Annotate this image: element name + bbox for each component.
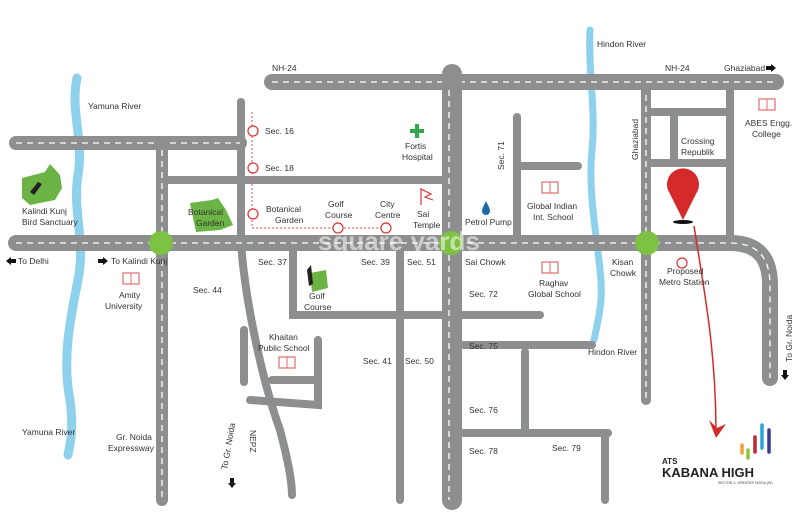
- map-label: Public School: [258, 343, 310, 353]
- bird-sanctuary-park-icon: [22, 164, 62, 205]
- map-label: Course: [325, 210, 353, 220]
- map-label: Kisan: [612, 257, 634, 267]
- arrow-right-icon: [766, 64, 776, 72]
- map-label: Sec. 18: [265, 163, 294, 173]
- map-label: Sai Chowk: [465, 257, 506, 267]
- project-brand: ATS: [662, 457, 678, 466]
- map-label: Republik: [681, 147, 715, 157]
- river-label: Hindon River: [588, 347, 637, 357]
- golf-course-park-icon: [310, 270, 328, 292]
- map-label: Garden: [196, 218, 225, 228]
- map-label: Int. School: [533, 212, 573, 222]
- map-label: Sec. 76: [469, 405, 498, 415]
- map-label: Metro Station: [659, 277, 710, 287]
- ghaziabad-label: Ghaziabad: [724, 63, 765, 73]
- minor-roads: [161, 84, 734, 504]
- to-delhi-label: To Delhi: [18, 256, 49, 266]
- map-label: Petrol Pump: [465, 217, 512, 227]
- to-gr-noida-label: To Gr. Noida: [784, 314, 794, 362]
- map-label: Sec. 79: [552, 443, 581, 453]
- hospital-cross-icon: [410, 124, 424, 138]
- map-label: Global Indian: [527, 201, 577, 211]
- map-label: Sec. 50: [405, 356, 434, 366]
- map-label: Botanical: [266, 204, 301, 214]
- map-label: Garden: [275, 215, 304, 225]
- map-label: Kalindi Kunj: [22, 206, 67, 216]
- map-label: Golf: [309, 291, 325, 301]
- map-label: Sec. 71: [496, 141, 506, 170]
- map-label: Sec. 41: [363, 356, 392, 366]
- metro-line: [251, 112, 388, 229]
- nepz-label: NEPZ: [248, 430, 258, 453]
- map-label: Temple: [413, 220, 441, 230]
- bird-icon: [30, 182, 42, 195]
- school-icons: [122, 98, 776, 369]
- map-label: Fortis: [405, 141, 426, 151]
- map-label: Sai: [417, 209, 429, 219]
- map-label: Global School: [528, 289, 581, 299]
- map-label: Course: [304, 302, 332, 312]
- map-label: Chowk: [610, 268, 637, 278]
- map-label: Botanical: [188, 207, 223, 217]
- map-label: Golf: [328, 199, 344, 209]
- nh24-label: NH-24: [665, 63, 690, 73]
- expressway-label: Gr. Noida: [116, 432, 152, 442]
- map-label: Raghav: [539, 278, 569, 288]
- map-label: Sec. 78: [469, 446, 498, 456]
- map-label: Proposed: [667, 266, 704, 276]
- temple-flag-icon: [420, 188, 434, 205]
- project-tagline: SECTOR 4, GREATER NOIDA (W): [718, 481, 773, 485]
- map-label: College: [752, 129, 781, 139]
- ghaziabad-road-label: Ghaziabad: [630, 119, 640, 160]
- arrow-down-icon: [228, 478, 236, 488]
- golfer-icon: [307, 265, 313, 286]
- botanical-garden-park-icon: [190, 198, 233, 232]
- arrow-left-icon: [6, 257, 16, 265]
- to-gr-noida-label: To Gr. Noida: [219, 422, 237, 471]
- map-label: Sec. 16: [265, 126, 294, 136]
- arrow-down-icon: [781, 370, 789, 380]
- yamuna-river: [62, 73, 85, 460]
- kabana-high-logo-icon: [740, 423, 771, 460]
- map-label: ABES Engg.: [745, 118, 792, 128]
- map-label: Sec. 75: [469, 341, 498, 351]
- arrow-right-icon: [98, 257, 108, 265]
- chowk-kalindi-kunj[interactable]: [149, 231, 173, 255]
- expressway-label: Expressway: [108, 443, 155, 453]
- petrol-drop-icon: [482, 201, 490, 215]
- map-label: City: [380, 199, 395, 209]
- map-label: Hospital: [402, 152, 433, 162]
- river-label: Hindon River: [597, 39, 646, 49]
- chowk-sai[interactable]: [439, 231, 463, 255]
- watermark: square yards: [318, 226, 480, 256]
- metro-station-icons: [247, 125, 688, 269]
- map-label: Sec. 51: [407, 257, 436, 267]
- map-labels: NH-24 NH-24 Ghaziabad To Delhi To Kalind…: [18, 39, 794, 485]
- map-label: Centre: [375, 210, 401, 220]
- major-roads: [8, 64, 784, 510]
- map-label: Crossing: [681, 136, 715, 146]
- map-label: Sec. 44: [193, 285, 222, 295]
- map-label: Khaitan: [269, 332, 298, 342]
- project-name: KABANA HIGH: [662, 465, 754, 480]
- pin-shadow: [673, 220, 693, 224]
- map-label: Sec. 39: [361, 257, 390, 267]
- river-label: Yamuna River: [88, 101, 141, 111]
- arrow-head-icon: [709, 420, 726, 438]
- river-label: Yamuna River: [22, 427, 75, 437]
- map-label: Amity: [119, 290, 141, 300]
- map-label: Sec. 72: [469, 289, 498, 299]
- location-pin-icon[interactable]: [667, 168, 699, 220]
- nh24-label: NH-24: [272, 63, 297, 73]
- map-label: Sec. 37: [258, 257, 287, 267]
- chowk-kisan[interactable]: [635, 231, 659, 255]
- to-kalindi-kunj-label: To Kalindi Kunj: [111, 256, 167, 266]
- map-label: Bird Sanctuary: [22, 217, 78, 227]
- pointer-arrow: [693, 225, 717, 433]
- map-label: University: [105, 301, 143, 311]
